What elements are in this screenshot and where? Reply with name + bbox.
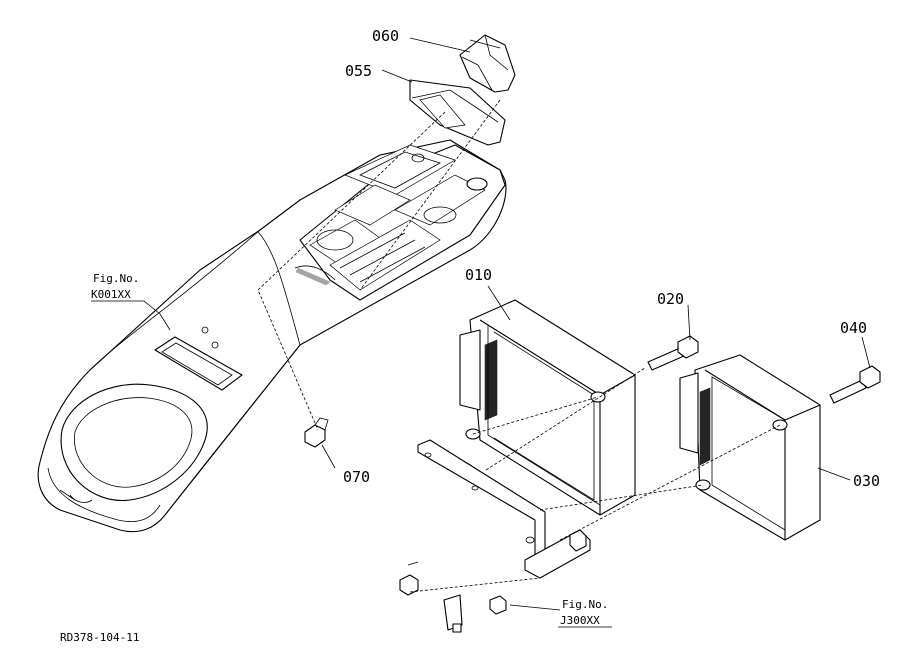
- bolt-040: [829, 365, 881, 404]
- callout-060: 060: [372, 27, 399, 45]
- drawing-code: RD378-104-11: [60, 631, 139, 644]
- callout-030: 030: [853, 472, 880, 490]
- callout-055: 055: [345, 62, 372, 80]
- bolt-020: [647, 335, 699, 371]
- cover-box-030: [679, 354, 821, 541]
- console-housing: [37, 139, 507, 533]
- fig-ref-j300xx-title: Fig.No.: [562, 598, 608, 611]
- knob-060: [459, 34, 516, 93]
- clip-parts: [399, 561, 507, 633]
- controller-box-010: [459, 299, 636, 516]
- fig-ref-k001xx-code: K001XX: [91, 288, 131, 301]
- callout-020: 020: [657, 290, 684, 308]
- callout-010: 010: [465, 266, 492, 284]
- knob-base-055: [409, 79, 506, 146]
- mounting-bracket: [417, 439, 591, 579]
- callout-040: 040: [840, 319, 867, 337]
- fig-ref-k001xx-title: Fig.No.: [93, 272, 139, 285]
- fig-ref-j300xx-code: J300XX: [560, 614, 600, 627]
- callout-070: 070: [343, 468, 370, 486]
- leader-lines: [159, 37, 871, 611]
- screw-070: [304, 417, 329, 448]
